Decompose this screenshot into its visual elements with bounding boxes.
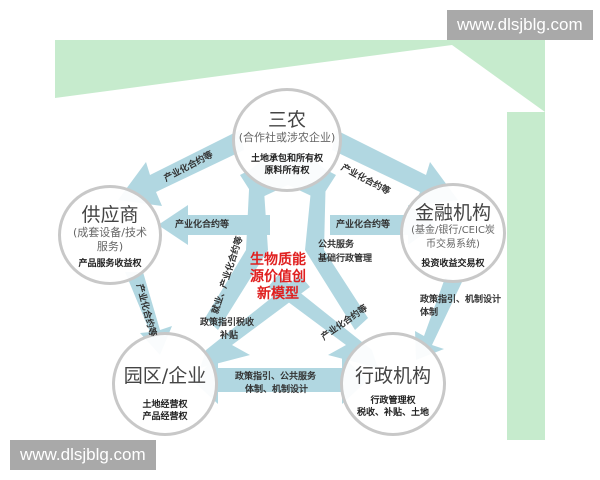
label-inner-bottom-left-2: 补贴	[220, 331, 239, 341]
node-title: 园区/企业	[123, 365, 207, 387]
center-line: 新模型	[257, 286, 299, 302]
label-inner-right-1: 公共服务	[318, 240, 355, 250]
arrow-sannong-supplier	[118, 130, 244, 206]
center-line: 源价值创	[250, 269, 306, 285]
node-rights: 产品经营权	[142, 412, 188, 422]
node-admin: 行政机构 行政管理权 税收、补贴、土地	[340, 332, 446, 436]
node-supplier: 供应商 (成套设备/技术 服务) 产品服务收益权	[58, 185, 162, 285]
node-title: 三农	[267, 109, 306, 131]
arrow-sannong-finance	[332, 130, 458, 206]
node-sannong: 三农 (合作社或涉农企业) 土地承包和所有权 原料所有权	[232, 88, 342, 192]
arrow-park-admin	[192, 356, 368, 404]
center-title: 生物质能 源价值创 新模型	[246, 252, 310, 303]
node-finance: 金融机构 (基金/银行/CEIC炭 币交易系统) 投资收益交易权	[400, 183, 506, 283]
label-inner-right-2: 基础行政管理	[318, 254, 373, 264]
node-subtitle: 币交易系统)	[426, 239, 480, 250]
node-rights: 行政管理权	[370, 396, 416, 406]
watermark-top: www.dlsjblg.com	[447, 10, 593, 40]
label-finance-admin-2: 体制	[420, 308, 439, 318]
node-rights: 土地承包和所有权	[250, 154, 323, 164]
label-park-admin-2: 体制、机制设计	[245, 385, 309, 395]
node-rights: 土地经营权	[142, 400, 188, 410]
node-rights: 投资收益交易权	[421, 259, 485, 269]
arrow-inner-bottom-right	[268, 275, 378, 368]
center-line: 生物质能	[250, 252, 306, 268]
label-park-admin-1: 政策指引、公共服务	[235, 372, 317, 382]
node-title: 供应商	[81, 204, 139, 226]
node-rights: 原料所有权	[264, 166, 310, 176]
arrow-inner-right	[305, 160, 368, 330]
arrow-inner-supplier	[158, 205, 270, 245]
node-rights: 产品服务收益权	[78, 259, 142, 269]
watermark-bottom: www.dlsjblg.com	[10, 440, 156, 470]
arrow-inner-left	[205, 160, 268, 330]
label-supplier-inner: 产业化合约等	[175, 220, 230, 230]
label-inner-bottom-left-1: 政策指引税收	[200, 318, 255, 328]
node-rights: 税收、补贴、土地	[356, 408, 429, 418]
node-subtitle: (基金/银行/CEIC炭	[411, 225, 495, 236]
node-park: 园区/企业 土地经营权 产品经营权	[112, 332, 218, 436]
label-finance-inner: 产业化合约等	[336, 220, 391, 230]
node-subtitle: 服务)	[96, 240, 124, 253]
node-subtitle: (成套设备/技术	[73, 226, 147, 239]
node-title: 行政机构	[354, 365, 431, 387]
node-subtitle: (合作社或涉农企业)	[238, 131, 336, 144]
arrow-inner-bottom-left	[200, 275, 310, 368]
arrow-finance-admin	[415, 278, 462, 360]
node-title: 金融机构	[414, 202, 491, 224]
label-finance-admin-1: 政策指引、机制设计	[420, 295, 502, 305]
